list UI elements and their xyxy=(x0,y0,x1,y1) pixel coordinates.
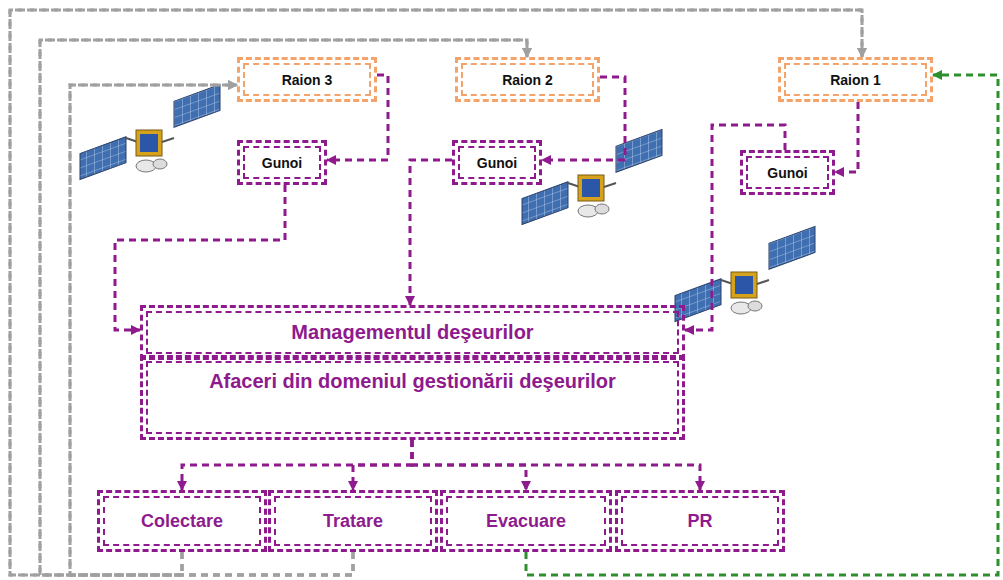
node-label: Raion 3 xyxy=(280,72,335,88)
connector-arrow xyxy=(685,125,785,330)
satellite-icon xyxy=(522,130,662,225)
node-label: Evacuare xyxy=(484,511,568,532)
activity-box: Tratare xyxy=(268,490,438,552)
connector-arrow xyxy=(410,160,452,305)
node-label: Raion 1 xyxy=(828,72,883,88)
activity-box: Colectare xyxy=(97,490,267,552)
connector-arrow xyxy=(542,77,625,160)
node-label: Gunoi xyxy=(260,155,304,171)
connector-arrow xyxy=(10,10,862,575)
node-label: PR xyxy=(685,511,714,532)
connector-arrow xyxy=(10,10,862,575)
node-label: Colectare xyxy=(139,511,225,532)
business-box: Afaceri din domeniul gestionării deşeuri… xyxy=(140,355,685,440)
node-label: Managementul deşeurilor xyxy=(289,321,535,344)
connector-arrow xyxy=(70,85,237,575)
node-label: Raion 2 xyxy=(500,72,555,88)
node-label: Gunoi xyxy=(475,155,519,171)
district-box: Raion 3 xyxy=(237,57,377,102)
connector-arrow xyxy=(412,440,700,490)
satellite-icon xyxy=(80,85,220,180)
activity-box: PR xyxy=(615,490,785,552)
waste-box: Gunoi xyxy=(452,140,542,185)
node-label: Afaceri din domeniul gestionării deşeuri… xyxy=(207,370,618,393)
connector-arrow xyxy=(182,440,412,490)
node-label: Gunoi xyxy=(765,165,809,181)
node-label: Tratare xyxy=(321,511,385,532)
waste-box: Gunoi xyxy=(740,150,835,195)
activity-box: Evacuare xyxy=(440,490,612,552)
connector-arrow xyxy=(526,75,998,575)
connector-arrow xyxy=(327,75,388,160)
waste-box: Gunoi xyxy=(237,140,327,185)
satellite-icon xyxy=(675,227,815,322)
connector-arrow xyxy=(353,440,412,490)
connector-arrow xyxy=(835,102,858,172)
management-box: Managementul deşeurilor xyxy=(140,305,685,360)
district-box: Raion 1 xyxy=(778,57,933,102)
district-box: Raion 2 xyxy=(455,57,600,102)
